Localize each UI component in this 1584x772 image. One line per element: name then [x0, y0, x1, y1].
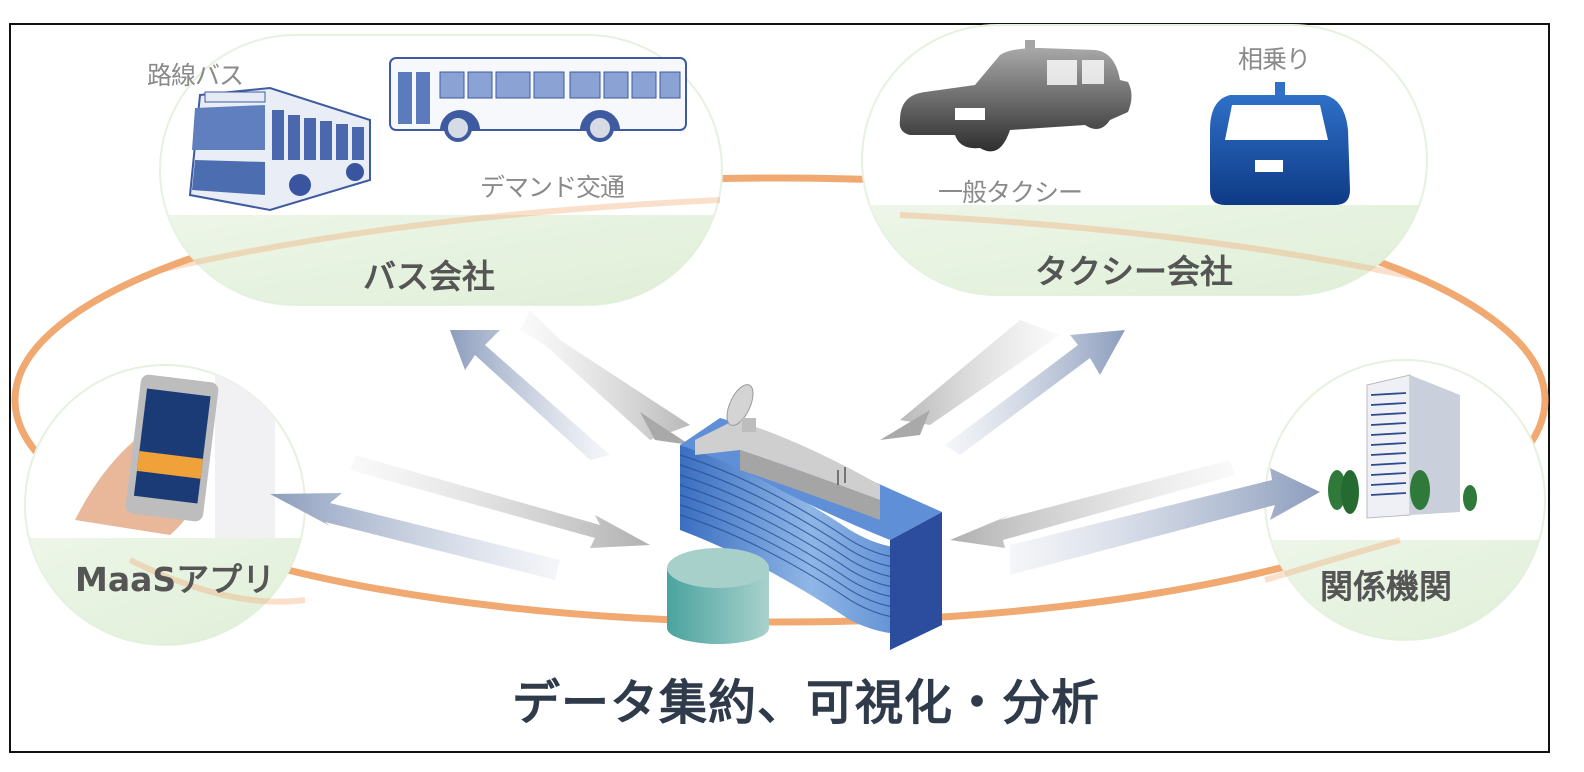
data-center-building-icon: [679, 384, 942, 650]
agency-label: 関係機関: [1320, 567, 1452, 606]
arrow-taxi-center: [880, 320, 1125, 455]
arrow-bus-center: [450, 310, 690, 460]
route-bus-icon: [188, 86, 371, 212]
diagram-title: データ集約、可視化・分析: [512, 675, 1101, 731]
database-icon: [667, 548, 769, 644]
smartphone-icon: [75, 374, 219, 535]
connection-ring: [11, 174, 1549, 626]
general-taxi-label: 一般タクシー: [938, 178, 1083, 207]
demand-transport-label: デマンド交通: [480, 173, 625, 202]
shared-ride-label: 相乗り: [1238, 45, 1311, 74]
shared-taxi-icon: [1210, 82, 1350, 205]
bus-company-label: バス会社: [363, 257, 495, 296]
maas-app-label: MaaSアプリ: [75, 560, 276, 599]
arrow-center-agency: [950, 460, 1320, 575]
arrow-app-center: [270, 455, 650, 580]
general-taxi-icon: [899, 40, 1132, 152]
office-building-icon: [1328, 374, 1477, 519]
taxi-company-label: タクシー会社: [1035, 252, 1233, 291]
demand-bus-icon: [389, 57, 687, 142]
route-bus-label: 路線バス: [147, 61, 244, 90]
